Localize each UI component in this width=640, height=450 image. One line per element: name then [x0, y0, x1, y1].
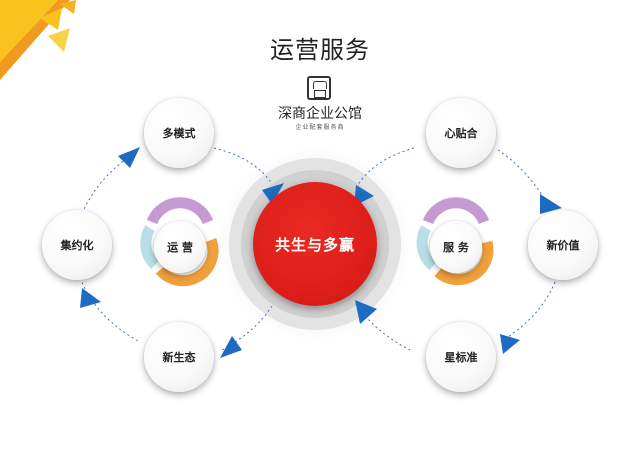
arrow-to-left-middle: [80, 288, 101, 308]
direction-arrows: [80, 147, 562, 358]
logo-mark-icon: [307, 76, 331, 100]
connector-right-top-to-middle: [497, 149, 549, 206]
connector-left-middle-to-bottom: [79, 277, 141, 343]
arrow-to-left-bottom: [220, 336, 242, 358]
hub-right: 服 务: [430, 221, 482, 273]
arrow-to-right-middle: [540, 194, 562, 214]
arrow-to-right-bottom: [500, 334, 520, 354]
page-title: 运营服务: [270, 36, 370, 64]
right-hub-ring: [416, 197, 494, 286]
center-circle: 共生与多赢: [253, 182, 377, 306]
logo-subtitle: 企业配套服务商: [295, 124, 345, 131]
left-ring-orange-arc: [155, 238, 219, 287]
connector-right-top-to-center: [355, 147, 415, 189]
logo: 深商企业公馆 企业配套服务商: [260, 76, 380, 134]
right-ring-cyan-arc: [416, 225, 437, 271]
node-right-bottom: 星标准: [426, 322, 496, 392]
connector-right-middle-to-bottom: [499, 281, 556, 343]
node-right-top: 心贴合: [426, 98, 496, 168]
arrow-to-left-top: [118, 147, 140, 168]
corner-decoration: [0, 0, 76, 80]
left-hub-ring: [140, 197, 219, 287]
node-left-top: 多模式: [144, 98, 214, 168]
node-right-middle: 新价值: [528, 210, 598, 280]
node-left-bottom: 新生态: [144, 322, 214, 392]
connector-left-middle-to-top: [79, 159, 126, 219]
arrow-to-center-upper-left: [262, 183, 284, 204]
right-ring-orange-arc: [434, 240, 494, 286]
hub-left: 运 营: [154, 221, 206, 273]
arrow-to-center-lower-right: [355, 300, 377, 324]
left-ring-cyan-arc: [140, 225, 160, 269]
logo-name: 深商企业公馆: [278, 106, 362, 122]
right-ring-purple-arc: [422, 197, 490, 225]
node-left-middle: 集约化: [42, 210, 112, 280]
left-ring-purple-arc: [146, 197, 214, 225]
